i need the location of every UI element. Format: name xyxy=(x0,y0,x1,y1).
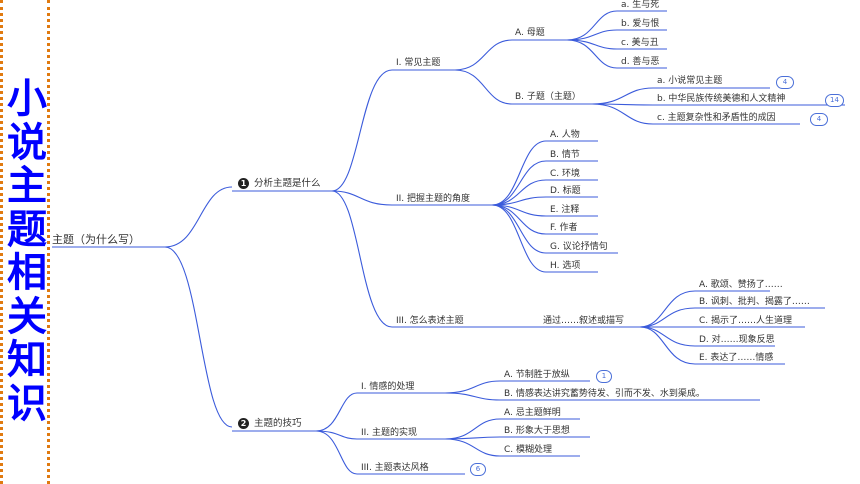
realize-node: II. 主题的实现 xyxy=(361,428,418,438)
sidebar-frame: 小说主题相关知识 xyxy=(0,0,50,484)
section-2-number: 2 xyxy=(238,418,249,429)
express-item-d: D. 对……现象反思 xyxy=(699,335,775,345)
section-1-label: 分析主题是什么 xyxy=(254,178,321,189)
express-item-a: A. 歌颂、赞扬了…… xyxy=(699,280,783,290)
section-2-label: 主题的技巧 xyxy=(254,418,302,429)
section-1-number: 1 xyxy=(238,178,249,189)
angle-item-a: A. 人物 xyxy=(550,130,580,140)
express-node: III. 怎么表述主题 xyxy=(396,316,464,326)
realize-item-c: C. 模糊处理 xyxy=(504,445,553,455)
angle-item-f: F. 作者 xyxy=(550,223,578,233)
style-node: III. 主题表达风格 xyxy=(361,463,429,473)
mother-item-a: a. 生与死 xyxy=(621,0,660,10)
realize-item-b: B. 形象大于思想 xyxy=(504,426,570,436)
emotion-node: I. 情感的处理 xyxy=(361,382,415,392)
emotion-item-a: A. 节制胜于放纵 xyxy=(504,370,570,380)
mother-item-d: d. 善与恶 xyxy=(621,57,660,67)
mother-item-b: b. 爱与恨 xyxy=(621,19,660,29)
child-item-b-badge[interactable]: 14 xyxy=(825,94,844,107)
child-item-b: b. 中华民族传统美德和人文精神 xyxy=(657,94,786,104)
angle-item-c: C. 环境 xyxy=(550,169,581,179)
common-theme-node: I. 常见主题 xyxy=(396,58,441,68)
realize-item-a: A. 忌主题鲜明 xyxy=(504,408,561,418)
root-topic: 主题（为什么写） xyxy=(52,233,140,246)
child-item-c-badge[interactable]: 4 xyxy=(810,113,828,126)
mother-item-c: c. 美与丑 xyxy=(621,38,659,48)
style-badge[interactable]: 6 xyxy=(470,463,486,476)
child-item-a-badge[interactable]: 4 xyxy=(776,76,794,89)
express-item-b: B. 讽刺、批判、揭露了…… xyxy=(699,297,810,307)
emotion-item-b: B. 情感表达讲究蓄势待发、引而不发、水到渠成。 xyxy=(504,389,705,399)
child-item-c: c. 主题复杂性和矛盾性的成因 xyxy=(657,113,776,123)
angle-item-b: B. 情节 xyxy=(550,150,580,160)
angle-item-h: H. 选项 xyxy=(550,261,581,271)
emotion-item-a-badge[interactable]: 1 xyxy=(596,370,612,383)
angle-item-g: G. 议论抒情句 xyxy=(550,242,608,252)
express-method: 通过……叙述或描写 xyxy=(543,316,625,326)
express-item-c: C. 揭示了……人生道理 xyxy=(699,316,793,326)
express-item-e: E. 表达了……情感 xyxy=(699,353,774,363)
child-item-a: a. 小说常见主题 xyxy=(657,76,723,86)
vertical-title: 小说主题相关知识 xyxy=(7,76,47,427)
child-theme-node: B. 子题（主题） xyxy=(515,92,581,102)
angle-node: II. 把握主题的角度 xyxy=(396,194,471,204)
angle-item-e: E. 注释 xyxy=(550,205,580,215)
mother-theme-node: A. 母题 xyxy=(515,28,545,38)
angle-item-d: D. 标题 xyxy=(550,186,581,196)
